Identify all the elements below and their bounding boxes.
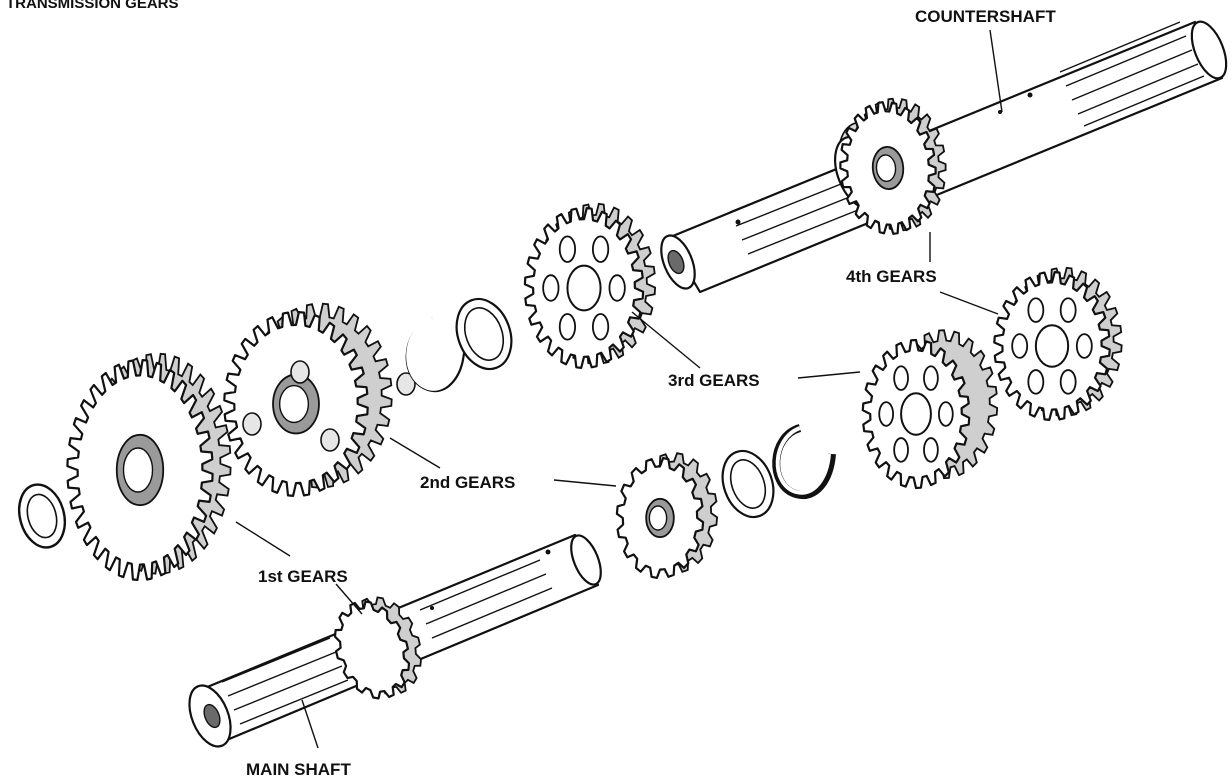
second-gear-mainshaft: [615, 452, 719, 579]
gear-dog: [320, 428, 340, 452]
circlip-upper: [405, 316, 466, 393]
fourth-gears-leader-b: [939, 291, 999, 315]
first-gear-mainshaft: [333, 596, 422, 700]
gear-dog: [396, 372, 416, 396]
second-gears-leader-a: [389, 437, 441, 469]
first-gear-countershaft: [66, 352, 232, 581]
first-gears-leader-a: [235, 521, 291, 557]
gear-dog: [290, 360, 310, 384]
fourth-gear-mainshaft: [993, 266, 1123, 421]
fourth-gear-countershaft: [839, 97, 947, 235]
washer-left: [17, 483, 67, 549]
first-gears-leader-b: [335, 583, 363, 615]
gear-dog: [242, 412, 262, 436]
third-gear-mainshaft: [861, 329, 999, 490]
gear-set: [66, 97, 1123, 700]
countershaft-label: COUNTERSHAFT: [915, 7, 1056, 26]
circlip-lower: [772, 424, 836, 500]
third-gears-leader-a: [631, 311, 701, 369]
thrust-washer-upper: [455, 297, 513, 371]
figure-title: TRANSMISSION GEARS: [6, 0, 179, 12]
main-shaft-leader: [301, 699, 319, 749]
second-gears-label: 2nd GEARS: [420, 473, 515, 492]
third-gear-countershaft: [523, 202, 657, 369]
countershaft-leader: [989, 29, 1003, 113]
main-shaft-label: MAIN SHAFT: [246, 760, 351, 779]
countershaft: [660, 20, 1228, 294]
thrust-washer-lower: [721, 449, 775, 519]
second-gear-countershaft: [223, 302, 393, 497]
fourth-gears-label: 4th GEARS: [846, 267, 937, 286]
third-gears-leader-b: [797, 371, 861, 379]
third-gears-label: 3rd GEARS: [668, 371, 760, 390]
first-gears-label: 1st GEARS: [258, 567, 348, 586]
second-gears-leader-b: [553, 479, 617, 487]
